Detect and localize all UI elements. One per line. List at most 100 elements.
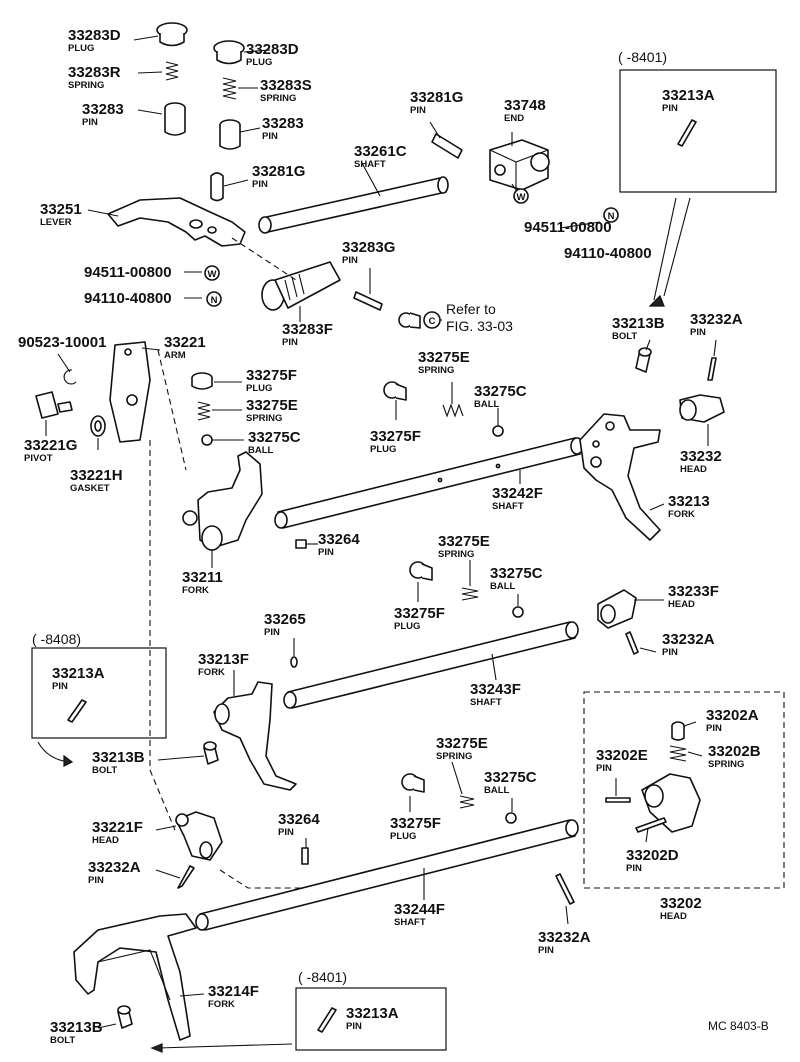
part-name: PIN <box>252 179 268 190</box>
part-name: PIN <box>596 763 612 774</box>
bolt-33213b-bottom <box>117 1005 133 1029</box>
part-number: 33232A <box>690 311 743 328</box>
ball-33275c-4 <box>505 812 517 824</box>
part-number: 33243F <box>470 681 521 698</box>
pivot-33221g <box>35 391 73 419</box>
part-number: 33281G <box>410 89 463 106</box>
part-name: PLUG <box>68 43 94 54</box>
svg-text:N: N <box>608 211 615 222</box>
part-number: 33232A <box>88 859 141 876</box>
fork-33213f <box>213 681 297 791</box>
part-name: SHAFT <box>492 501 524 512</box>
pin-33283f <box>261 261 341 311</box>
marker-w-1: W <box>513 188 529 204</box>
part-name: BALL <box>474 399 500 410</box>
part-name: SPRING <box>708 759 744 770</box>
part-number: 33213B <box>92 749 145 766</box>
svg-text:N: N <box>211 295 218 306</box>
part-number: 94511-00800 <box>524 219 612 236</box>
svg-text:C: C <box>429 316 436 327</box>
part-number: 33275E <box>436 735 488 752</box>
part-number: 33202E <box>596 747 648 764</box>
figure-code: MC 8403-B <box>708 1019 769 1033</box>
part-name: PIN <box>318 547 334 558</box>
part-name: PLUG <box>394 621 420 632</box>
spring-33275e-1 <box>197 401 211 421</box>
pin-33232a-lower <box>177 865 195 889</box>
range-label-1: ( -8401) <box>618 49 667 65</box>
part-number: 33213A <box>52 665 105 682</box>
pin-33213a-box1 <box>677 119 697 147</box>
part-name: ARM <box>164 350 186 361</box>
part-number: 33275E <box>438 533 490 550</box>
leader-lines <box>37 35 717 1053</box>
part-name: BALL <box>484 785 510 796</box>
part-name: BALL <box>248 445 274 456</box>
part-name: BOLT <box>50 1035 75 1046</box>
pin-33264-1 <box>295 539 307 549</box>
part-number: 33233F <box>668 583 719 600</box>
part-number: 33221F <box>92 819 143 836</box>
part-number: 33202B <box>708 743 761 760</box>
part-number: 33275E <box>418 349 470 366</box>
part-name: BOLT <box>92 765 117 776</box>
plug-33275f-3 <box>409 561 433 581</box>
part-drawings <box>35 22 725 1041</box>
range-label-3: ( -8401) <box>298 969 347 985</box>
part-name: HEAD <box>660 911 687 922</box>
bolt-33213b-mid <box>203 741 219 765</box>
pin-33281g-left <box>210 172 224 202</box>
part-name: PIN <box>662 103 678 114</box>
part-number: 94511-00800 <box>84 264 172 281</box>
pin-33213a-box2 <box>67 699 87 723</box>
part-number: 94110-40800 <box>84 290 172 307</box>
spring-33275e-4 <box>459 795 475 809</box>
part-name: PIN <box>342 255 358 266</box>
part-name: HEAD <box>668 599 695 610</box>
part-number: 33275C <box>248 429 301 446</box>
part-name: FORK <box>198 667 225 678</box>
part-number: 33748 <box>504 97 546 114</box>
head-33202-dashed-box <box>583 691 785 889</box>
pin-33232a-lowright <box>555 873 575 905</box>
dashed-leader-lever <box>231 237 297 281</box>
pin-33281g-center <box>431 133 463 159</box>
part-name: PIN <box>538 945 554 956</box>
bolt-33213b-top <box>635 347 652 373</box>
part-number: 33213 <box>668 493 710 510</box>
part-number: 33251 <box>40 201 82 218</box>
refer-note-line2: FIG. 33-03 <box>446 318 513 334</box>
marker-n-2: N <box>206 291 222 307</box>
part-name: HEAD <box>680 464 707 475</box>
part-name: SPRING <box>68 80 104 91</box>
part-name: FORK <box>668 509 695 520</box>
part-name: PIVOT <box>24 453 53 464</box>
part-number: 33283S <box>260 77 312 94</box>
part-number: 33213A <box>346 1005 399 1022</box>
part-name: SPRING <box>438 549 474 560</box>
